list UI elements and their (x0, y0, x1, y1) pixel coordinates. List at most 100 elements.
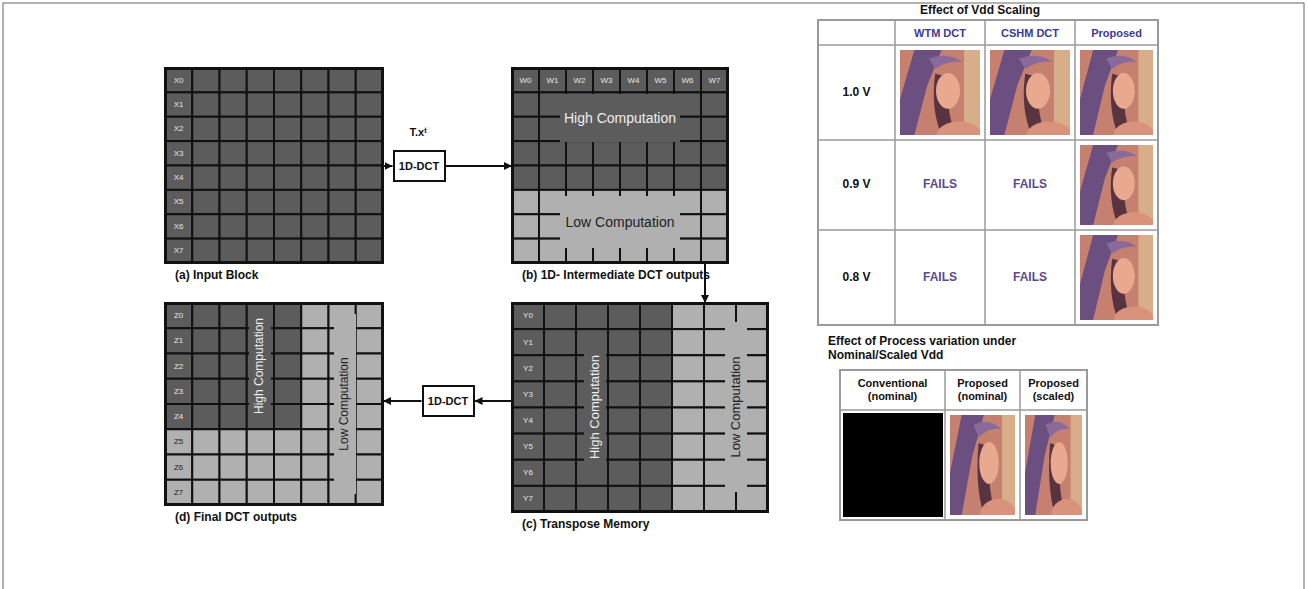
grid-cell (674, 141, 701, 165)
grid-cell (701, 166, 728, 190)
grid-cell (576, 486, 608, 512)
image-face (979, 442, 999, 484)
table-cell: FAILS (895, 230, 985, 325)
grid-cell (274, 141, 301, 165)
grid-cell (247, 239, 274, 263)
grid-cell (539, 141, 566, 165)
grid-cell (672, 355, 704, 381)
image-face (1051, 442, 1068, 484)
variation-table-lines (840, 370, 1087, 520)
grid-cell (608, 355, 640, 381)
image-face (1113, 167, 1135, 201)
cell-index: Z4 (167, 406, 190, 427)
table-header: WTM DCT (895, 21, 985, 45)
grid-cell (544, 434, 576, 460)
grid-cell (674, 166, 701, 190)
grid-cell (672, 434, 704, 460)
grid-cell (301, 68, 328, 92)
grid-cell (274, 214, 301, 238)
grid-cell (512, 486, 544, 512)
grid-cell (192, 117, 219, 141)
grid-cell (672, 486, 704, 512)
cell-index: Y5 (514, 436, 542, 458)
grid-cell (640, 434, 672, 460)
image-shoulder (1114, 212, 1155, 238)
cell-index: X4 (167, 168, 190, 188)
grid-cell (220, 404, 247, 429)
lena-image (1025, 415, 1083, 531)
grid-cell (301, 239, 328, 263)
grid-cell (220, 214, 247, 238)
grid-cell (329, 239, 356, 263)
image-ground (990, 50, 1070, 135)
image-feather (1106, 150, 1137, 162)
cell-index: Y4 (514, 410, 542, 432)
grid-cell (544, 460, 576, 486)
image-feather (1019, 56, 1053, 69)
grid-cell (544, 408, 576, 434)
grid-cell (274, 117, 301, 141)
cell-index: Z5 (167, 431, 190, 452)
grid-cell (544, 486, 576, 512)
table-cell: FAILS (895, 140, 985, 230)
image-ground (1080, 145, 1153, 225)
grid-cell (356, 68, 383, 92)
grid-cell (220, 92, 247, 116)
grid-cell (672, 329, 704, 355)
grid-cell (672, 408, 704, 434)
table-line (818, 44, 1158, 46)
grid-cell (512, 408, 544, 434)
cell-index: W7 (703, 70, 726, 90)
cell-index: W6 (676, 70, 699, 90)
grid-cell (512, 92, 539, 116)
image-shoulder (980, 499, 1016, 531)
grid-cell (192, 328, 219, 353)
cell-index: X3 (167, 143, 190, 163)
grid-cell (220, 68, 247, 92)
grid-cell (544, 381, 576, 407)
flow-arrow (383, 165, 393, 167)
image-feather (973, 422, 1000, 437)
grid-cell (165, 303, 192, 328)
lena-image (1080, 50, 1154, 149)
block-caption-text: (b) 1D- Intermediate DCT outputs (522, 268, 710, 282)
region-note: Low Computation (334, 314, 356, 494)
grid-cell (247, 429, 274, 454)
cell-index: W1 (541, 70, 564, 90)
image-feather (1106, 241, 1137, 254)
grid-cell (165, 141, 192, 165)
grid-cell (566, 68, 593, 92)
panel-title: Effect of Vdd Scaling (868, 2, 1092, 20)
grid-cell (192, 354, 219, 379)
grid-cell (608, 408, 640, 434)
row-header: 1.0 V (818, 45, 895, 140)
grid-cell (165, 117, 192, 141)
grid-cell (220, 480, 247, 505)
grid-cell (512, 303, 544, 329)
grid-cell (301, 117, 328, 141)
image-ground (1025, 415, 1082, 515)
grid-cell (620, 141, 647, 165)
image-feather (929, 56, 963, 69)
grid-cell (512, 355, 544, 381)
grid-cell (329, 166, 356, 190)
block-caption-text: (c) Transpose Memory (522, 517, 649, 531)
grid-cell (165, 190, 192, 214)
cell-index: X5 (167, 192, 190, 212)
figure-frame (3, 3, 1304, 589)
grid-cell (608, 486, 640, 512)
grid-cell (165, 239, 192, 263)
grid-cell (608, 329, 640, 355)
grid-cell (544, 329, 576, 355)
flow-arrow (446, 165, 513, 167)
grid-cell (301, 303, 328, 328)
grid-cell (356, 92, 383, 116)
grid-cell (593, 166, 620, 190)
grid-cell (165, 328, 192, 353)
grid-cell (274, 429, 301, 454)
grid-cell (301, 379, 328, 404)
image-shoulder (937, 121, 982, 148)
grid-cell (329, 141, 356, 165)
block-label: 1D-DCT (399, 160, 439, 172)
grid-cell (640, 381, 672, 407)
